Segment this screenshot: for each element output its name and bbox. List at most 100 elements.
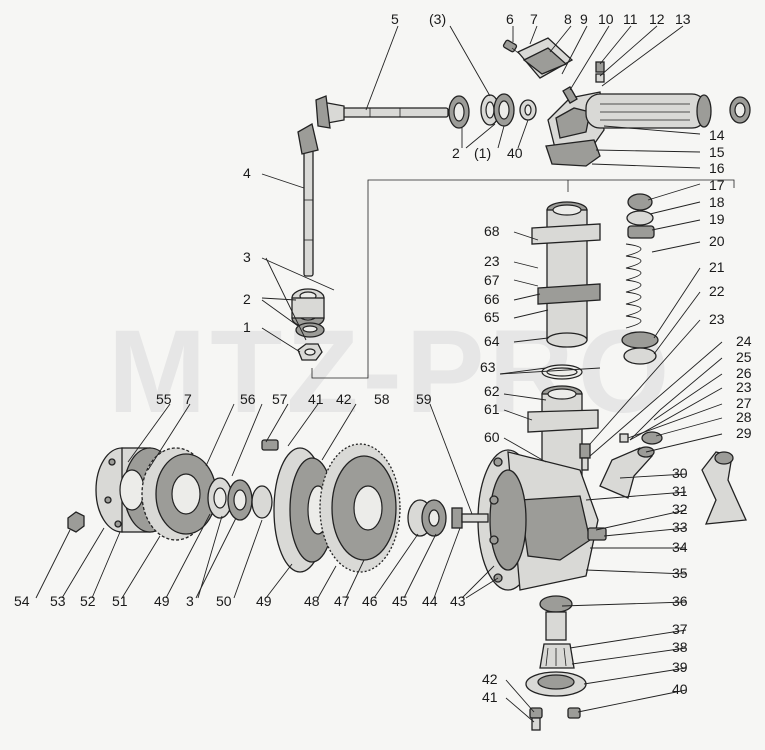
spring-20 xyxy=(625,243,642,329)
label-20: 20 xyxy=(709,233,725,249)
washer-21-22 xyxy=(621,331,659,365)
label-48: 48 xyxy=(304,593,320,609)
label-6: 6 xyxy=(506,11,514,27)
label-10: 10 xyxy=(598,11,614,27)
label-27: 27 xyxy=(736,395,752,411)
leader-lines xyxy=(35,25,723,723)
pinion-37-38 xyxy=(539,643,575,669)
label-3-bottom: 3 xyxy=(186,593,194,609)
label-56: 56 xyxy=(240,391,256,407)
label-68: 68 xyxy=(484,223,500,239)
label-67: 67 xyxy=(484,272,500,288)
bearing-45-46 xyxy=(407,499,447,537)
final-drive-housing xyxy=(477,449,599,591)
label-51: 51 xyxy=(112,593,128,609)
label-50: 50 xyxy=(216,593,232,609)
label-35: 35 xyxy=(672,565,688,581)
label-7: 7 xyxy=(530,11,538,27)
label-58: 58 xyxy=(374,391,390,407)
label-23-lever: 23 xyxy=(736,379,752,395)
label-19: 19 xyxy=(709,211,725,227)
label-24: 24 xyxy=(736,333,752,349)
label-43: 43 xyxy=(450,593,466,609)
label-41-top: 41 xyxy=(308,391,324,407)
nut-40-top xyxy=(519,99,537,121)
label-1-left: 1 xyxy=(243,319,251,335)
label-40-top: 40 xyxy=(507,145,523,161)
label-8: 8 xyxy=(564,11,572,27)
bearing-1-top xyxy=(493,93,515,127)
callout-labels: 5 (3) 6 7 8 9 10 11 12 13 2 (1) 40 14 15… xyxy=(14,11,752,705)
ring-gear-47-48 xyxy=(319,443,401,573)
column-tube-64 xyxy=(531,201,601,348)
bolt-23-24 xyxy=(579,443,591,471)
label-38: 38 xyxy=(672,639,688,655)
label-25: 25 xyxy=(736,349,752,365)
cap-17-18 xyxy=(626,193,654,226)
label-12: 12 xyxy=(649,11,665,27)
label-46: 46 xyxy=(362,593,378,609)
label-49-left: 49 xyxy=(154,593,170,609)
seal-ring-63 xyxy=(541,364,583,380)
label-42-top: 42 xyxy=(336,391,352,407)
bearing-2-left xyxy=(291,288,325,328)
label-45: 45 xyxy=(392,593,408,609)
cover-39 xyxy=(525,671,587,697)
label-2-left: 2 xyxy=(243,291,251,307)
label-9: 9 xyxy=(580,11,588,27)
label-44: 44 xyxy=(422,593,438,609)
label-34: 34 xyxy=(672,539,688,555)
label-17: 17 xyxy=(709,177,725,193)
label-32: 32 xyxy=(672,501,688,517)
label-57: 57 xyxy=(272,391,288,407)
bolts-40-42 xyxy=(529,707,581,731)
label-3-paren: (3) xyxy=(429,11,446,27)
label-62: 62 xyxy=(484,383,500,399)
label-7-left: 7 xyxy=(184,391,192,407)
label-23-column: 23 xyxy=(484,253,500,269)
lever-25-28 xyxy=(619,409,663,445)
label-28: 28 xyxy=(736,409,752,425)
label-36: 36 xyxy=(672,593,688,609)
bolt-44-59 xyxy=(451,507,489,529)
label-26: 26 xyxy=(736,365,752,381)
label-55: 55 xyxy=(156,391,172,407)
label-49-right: 49 xyxy=(256,593,272,609)
label-2-top: 2 xyxy=(452,145,460,161)
label-4: 4 xyxy=(243,165,251,181)
parts xyxy=(67,37,751,731)
label-39: 39 xyxy=(672,659,688,675)
steering-housing-14-15 xyxy=(545,61,751,167)
label-30: 30 xyxy=(672,465,688,481)
label-31: 31 xyxy=(672,483,688,499)
nut-54 xyxy=(67,511,85,533)
shaft-4 xyxy=(297,123,319,277)
label-13: 13 xyxy=(675,11,691,27)
label-15: 15 xyxy=(709,144,725,160)
assembly-bracket-line xyxy=(311,179,735,379)
label-22: 22 xyxy=(709,283,725,299)
label-21: 21 xyxy=(709,259,725,275)
label-60: 60 xyxy=(484,429,500,445)
elbow-30 xyxy=(701,451,747,525)
label-65: 65 xyxy=(484,309,500,325)
label-18: 18 xyxy=(709,194,725,210)
gear-51 xyxy=(141,447,217,541)
label-5: 5 xyxy=(391,11,399,27)
plug-32-33 xyxy=(587,527,607,541)
bushing-19 xyxy=(627,225,655,239)
label-23-right: 23 xyxy=(709,311,725,327)
label-3-left: 3 xyxy=(243,249,251,265)
label-52: 52 xyxy=(80,593,96,609)
label-59: 59 xyxy=(416,391,432,407)
label-41-bottom: 41 xyxy=(482,689,498,705)
nut-1-left xyxy=(297,343,323,361)
label-47: 47 xyxy=(334,593,350,609)
elbow-29 xyxy=(599,446,655,499)
bolt-6 xyxy=(502,39,523,57)
bearing-2-top xyxy=(448,95,470,129)
label-54: 54 xyxy=(14,593,30,609)
label-40-bottom: 40 xyxy=(672,681,688,697)
